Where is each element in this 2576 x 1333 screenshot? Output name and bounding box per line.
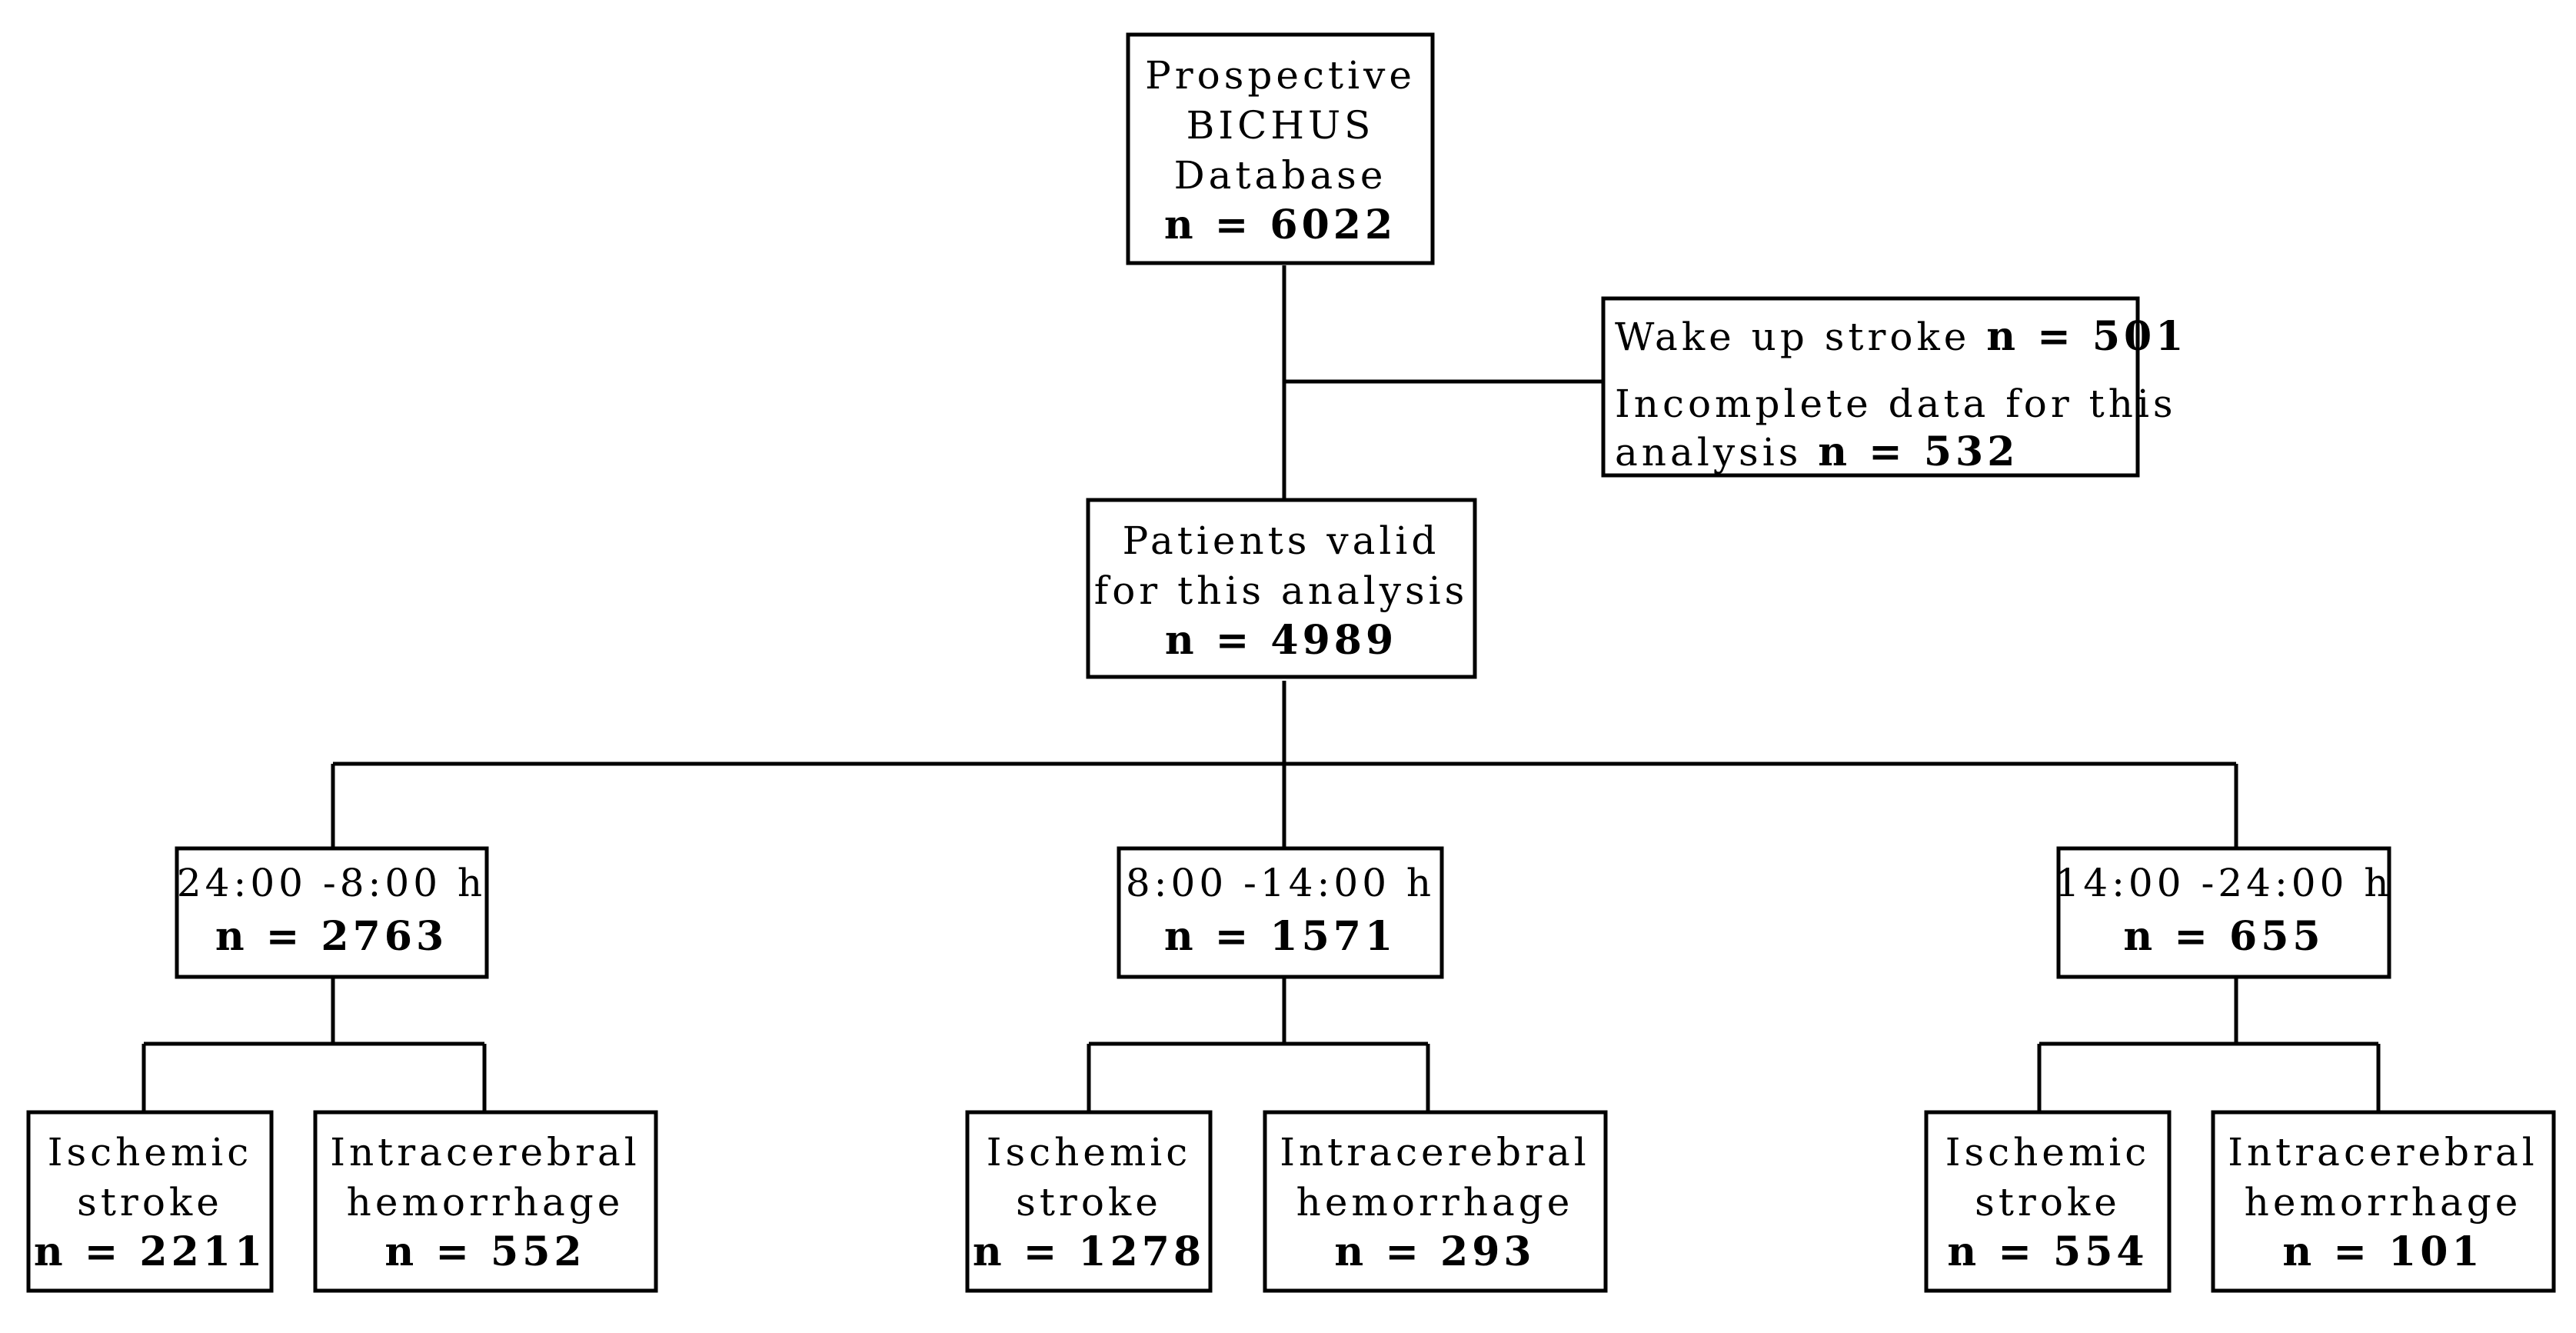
p3-ischemic-count: n = 554 bbox=[1947, 1228, 2148, 1275]
period3-count: n = 655 bbox=[2123, 913, 2324, 960]
p1-ischemic-line1: Ischemic bbox=[48, 1130, 253, 1175]
p1-hemorrhage-count: n = 552 bbox=[384, 1228, 585, 1275]
p3-ischemic-line2: stroke bbox=[1975, 1180, 2121, 1225]
p3-hemorrhage-line1: Intracerebral bbox=[2228, 1130, 2538, 1175]
database-label-line2: BICHUS bbox=[1186, 103, 1375, 148]
p3-hemorrhage-line2: hemorrhage bbox=[2245, 1180, 2522, 1225]
p2-ischemic-count: n = 1278 bbox=[973, 1228, 1205, 1275]
node-database: Prospective BICHUS Database n = 6022 bbox=[1126, 32, 1435, 265]
database-label-line3: Database bbox=[1174, 153, 1387, 198]
valid-label-line2: for this analysis bbox=[1094, 568, 1469, 613]
node-exclusion: Wake up stroke n = 501 Incomplete data f… bbox=[1601, 296, 2187, 478]
p1-hemorrhage-line2: hemorrhage bbox=[347, 1180, 624, 1225]
period2-count: n = 1571 bbox=[1164, 913, 1396, 960]
p1-hemorrhage-line1: Intracerebral bbox=[330, 1130, 641, 1175]
node-p1-hemorrhage: Intracerebral hemorrhage n = 552 bbox=[313, 1110, 658, 1293]
node-valid: Patients valid for this analysis n = 498… bbox=[1086, 498, 1477, 679]
valid-count: n = 4989 bbox=[1165, 617, 1397, 664]
p2-ischemic-line1: Ischemic bbox=[987, 1130, 1192, 1175]
period1-count: n = 2763 bbox=[215, 913, 448, 960]
valid-label-line1: Patients valid bbox=[1123, 518, 1440, 563]
p2-hemorrhage-line1: Intracerebral bbox=[1280, 1130, 1590, 1175]
period2-label: 8:00 -14:00 h bbox=[1126, 861, 1435, 905]
database-count: n = 6022 bbox=[1164, 202, 1396, 248]
p2-ischemic-line2: stroke bbox=[1016, 1180, 1162, 1225]
exclusion-line1: Wake up stroke n = 501 bbox=[1615, 313, 2187, 360]
period1-label: 24:00 -8:00 h bbox=[177, 861, 486, 905]
node-period3: 14:00 -24:00 h n = 655 bbox=[2055, 846, 2392, 979]
exclusion-line2: Incomplete data for this bbox=[1615, 382, 2177, 426]
exclusion-line3: analysis n = 532 bbox=[1615, 428, 2019, 475]
node-period2: 8:00 -14:00 h n = 1571 bbox=[1117, 846, 1444, 979]
node-p3-ischemic: Ischemic stroke n = 554 bbox=[1924, 1110, 2172, 1293]
p1-ischemic-count: n = 2211 bbox=[34, 1228, 266, 1275]
p1-ischemic-line2: stroke bbox=[77, 1180, 223, 1225]
node-p2-hemorrhage: Intracerebral hemorrhage n = 293 bbox=[1263, 1110, 1608, 1293]
p3-ischemic-line1: Ischemic bbox=[1945, 1130, 2151, 1175]
period3-label: 14:00 -24:00 h bbox=[2055, 861, 2392, 905]
p2-hemorrhage-line2: hemorrhage bbox=[1296, 1180, 1574, 1225]
connectors bbox=[141, 265, 2381, 1112]
database-label-line1: Prospective bbox=[1145, 53, 1416, 98]
p2-hemorrhage-count: n = 293 bbox=[1334, 1228, 1535, 1275]
node-p2-ischemic: Ischemic stroke n = 1278 bbox=[965, 1110, 1213, 1293]
node-period1: 24:00 -8:00 h n = 2763 bbox=[175, 846, 489, 979]
node-p1-ischemic: Ischemic stroke n = 2211 bbox=[26, 1110, 274, 1293]
node-p3-hemorrhage: Intracerebral hemorrhage n = 101 bbox=[2211, 1110, 2556, 1293]
p3-hemorrhage-count: n = 101 bbox=[2282, 1228, 2483, 1275]
